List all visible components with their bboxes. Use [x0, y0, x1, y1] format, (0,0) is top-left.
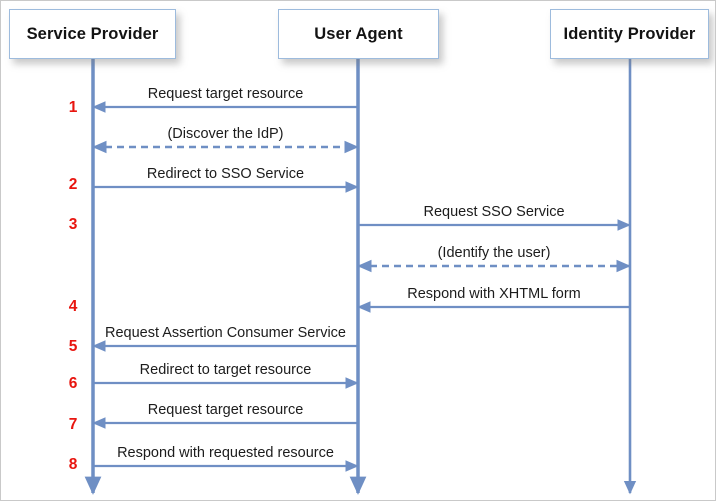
- step-number-5: 5: [68, 338, 78, 355]
- message-label-4: Respond with XHTML form: [407, 286, 581, 302]
- message-label-5: Request Assertion Consumer Service: [105, 325, 346, 341]
- step-number-1: 1: [68, 99, 78, 116]
- actor-box-sp[interactable]: Service Provider: [9, 9, 176, 59]
- actor-box-ua[interactable]: User Agent: [278, 9, 439, 59]
- message-label-6: Redirect to target resource: [139, 362, 312, 378]
- step-number-2: 2: [68, 176, 78, 193]
- message-label-7: Request target resource: [147, 402, 304, 418]
- message-arrows-group: [92, 101, 631, 472]
- step-number-8: 8: [68, 456, 78, 473]
- actor-label-idp: Identity Provider: [563, 24, 696, 43]
- actor-label-sp: Service Provider: [26, 24, 159, 43]
- message-label-1: Request target resource: [147, 86, 304, 102]
- lifelines-group: [84, 59, 637, 495]
- message-label-2: Redirect to SSO Service: [146, 166, 305, 182]
- message-label-note-4: (Identify the user): [437, 245, 551, 261]
- message-label-8: Respond with requested resource: [117, 445, 334, 461]
- message-label-3: Request SSO Service: [423, 204, 565, 220]
- step-number-4: 4: [68, 298, 78, 315]
- step-number-6: 6: [68, 375, 78, 392]
- step-number-7: 7: [68, 416, 78, 433]
- actor-label-ua: User Agent: [314, 24, 403, 43]
- step-number-3: 3: [68, 216, 78, 233]
- actor-box-idp[interactable]: Identity Provider: [550, 9, 709, 59]
- message-label-note-1: (Discover the IdP): [167, 126, 284, 142]
